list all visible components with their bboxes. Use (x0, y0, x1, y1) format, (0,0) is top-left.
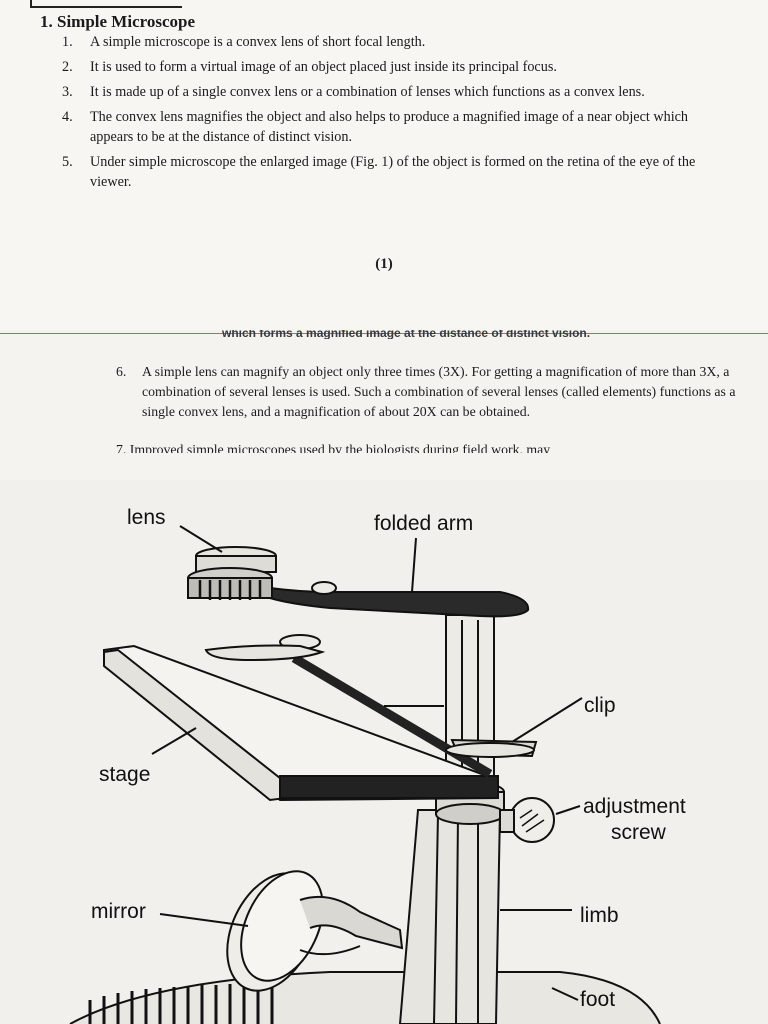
label-mirror: mirror (91, 900, 146, 923)
list-item: 1. A simple microscope is a convex lens o… (62, 32, 702, 52)
cut-off-text-content: which forms a magnified image at the dis… (222, 330, 591, 339)
foot-ridges (88, 984, 274, 1024)
label-adjustment: adjustment (583, 795, 686, 818)
header-rule (30, 0, 182, 8)
adjustment-screw-shape (509, 797, 555, 843)
label-lens: lens (127, 506, 166, 529)
item-number: 1. (62, 34, 73, 50)
item-number: 3. (62, 84, 73, 100)
screw-leader (555, 805, 581, 815)
item-number: 6. (116, 364, 127, 379)
lens-leader (179, 525, 223, 553)
arm-leader (411, 537, 417, 593)
microscope-diagram: lens folded arm clip stage adjustment sc… (0, 480, 768, 1024)
stage-leader (151, 727, 197, 755)
item-number: 2. (62, 59, 73, 75)
label-clip: clip (584, 694, 616, 717)
microscope-facts-list: 1. A simple microscope is a convex lens o… (62, 32, 702, 197)
label-limb: limb (580, 904, 619, 927)
item-number: 4. (62, 109, 73, 125)
item-text: A simple microscope is a convex lens of … (90, 34, 426, 50)
item-text: The convex lens magnifies the object and… (90, 109, 689, 145)
label-stage: stage (99, 763, 150, 786)
clip-leader (511, 697, 583, 743)
label-foot: foot (580, 988, 615, 1011)
list-item: 5. Under simple microscope the enlarged i… (62, 152, 702, 192)
item-text: It is used to form a virtual image of an… (90, 59, 557, 75)
item-text: A simple lens can magnify an object only… (142, 364, 736, 419)
label-screw: screw (611, 821, 667, 844)
microscope-figure: lens folded arm clip stage adjustment sc… (0, 480, 768, 1024)
label-folded-arm: folded arm (374, 512, 473, 535)
foot-leader (551, 987, 579, 1001)
item-text: Under simple microscope the enlarged ima… (90, 154, 696, 190)
list-item: 2. It is used to form a virtual image of … (62, 57, 702, 77)
list-item: 6. A simple lens can magnify an object on… (116, 362, 742, 422)
partial-line: 7. Improved simple microscopes used by t… (116, 440, 742, 453)
item-number: 5. (62, 154, 73, 170)
page-divider (0, 333, 768, 334)
microscope-facts-list-continued: 6. A simple lens can magnify an object on… (116, 362, 742, 422)
list-item: 4. The convex lens magnifies the object a… (62, 107, 702, 147)
cut-off-text: which forms a magnified image at the dis… (222, 330, 742, 339)
partial-line-text: 7. Improved simple microscopes used by t… (116, 442, 551, 453)
list-item: 3. It is made up of a single convex lens … (62, 82, 702, 102)
mirror-leader (159, 913, 249, 927)
limb-shape (398, 809, 502, 1024)
figure-reference: (1) (375, 256, 393, 272)
item-text: It is made up of a single convex lens or… (90, 84, 645, 100)
page-top-section (0, 0, 768, 330)
section-heading: 1. Simple Microscope (40, 12, 196, 31)
